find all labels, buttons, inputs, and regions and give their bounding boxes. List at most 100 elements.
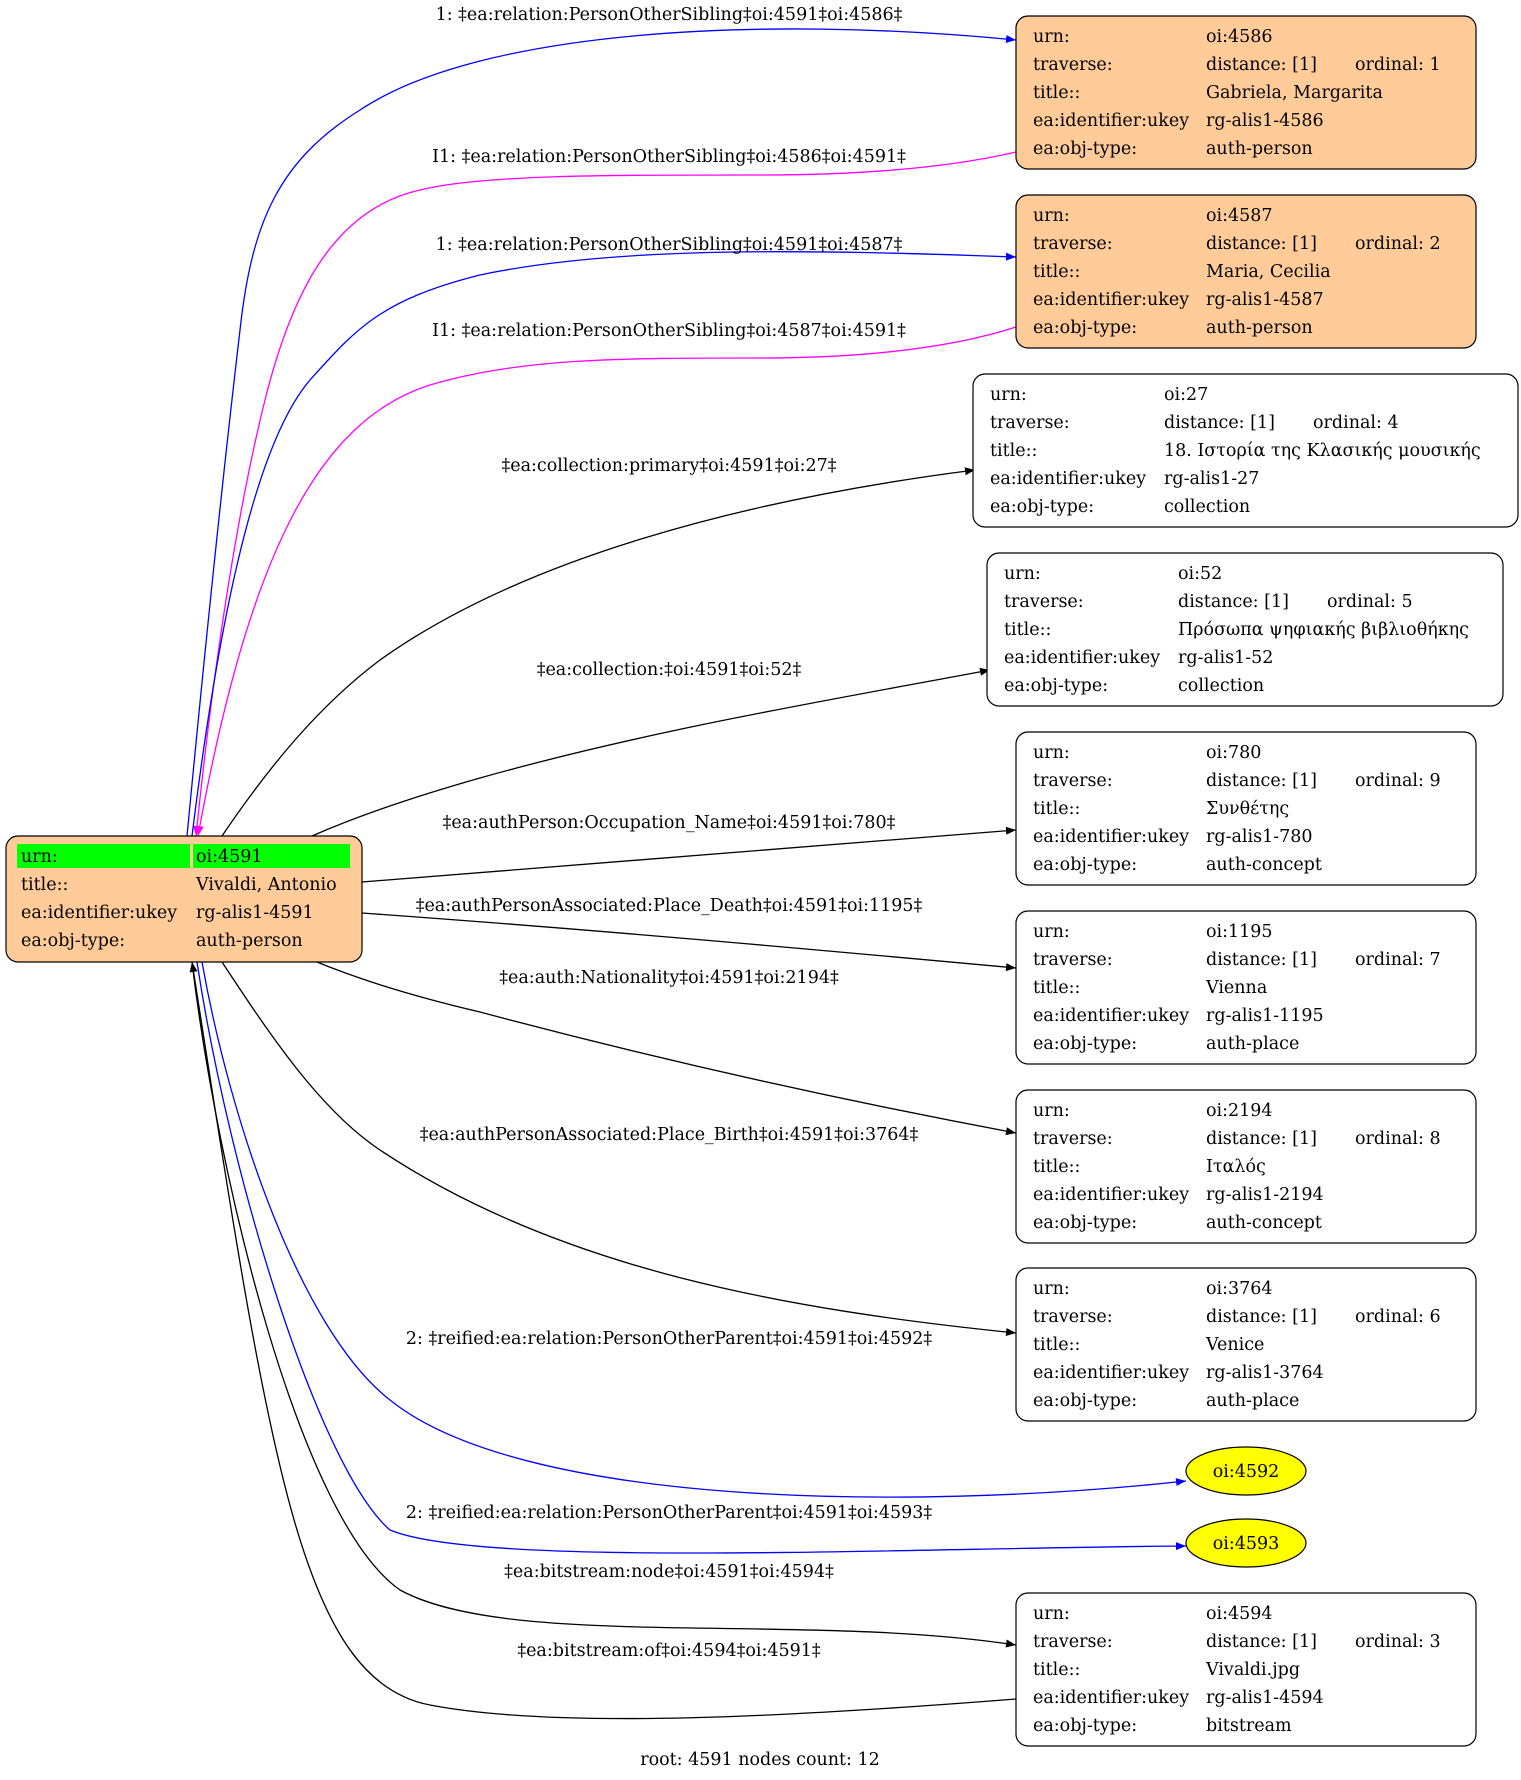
- root-urn-label: urn:: [21, 847, 58, 867]
- edge-collection-27: [221, 467, 976, 837]
- node-urn-value: oi:4594: [1206, 1604, 1273, 1624]
- edge-labels: 1: ‡ea:relation:PersonOtherSibling‡oi:45…: [406, 5, 933, 1661]
- node-traverse-label: traverse:: [1033, 950, 1113, 970]
- node-ukey-label: ea:identifier:ukey: [990, 469, 1146, 489]
- node-type-value: collection: [1164, 497, 1250, 517]
- edge-parent-4592: [201, 961, 1187, 1498]
- node-urn-value: oi:52: [1178, 564, 1222, 584]
- node-ukey-label: ea:identifier:ukey: [1033, 1688, 1189, 1708]
- node-ukey-value: rg-alis1-52: [1178, 648, 1273, 668]
- node-box: [1015, 910, 1477, 1065]
- edges: [186, 28, 1187, 1720]
- node-ukey-value: rg-alis1-4586: [1206, 111, 1324, 131]
- node-traverse-label: traverse:: [1033, 1129, 1113, 1149]
- node-box: [1015, 15, 1477, 170]
- node-ukey-label: ea:identifier:ukey: [1033, 290, 1189, 310]
- node-traverse-ordinal: ordinal: 2: [1355, 234, 1441, 254]
- node-ukey-label: ea:identifier:ukey: [1033, 827, 1189, 847]
- node-type-value: auth-concept: [1206, 855, 1322, 875]
- node-box: [1015, 1089, 1477, 1244]
- node-title-value: Συνθέτης: [1206, 799, 1289, 819]
- node-type-value: auth-concept: [1206, 1213, 1322, 1233]
- node-traverse-label: traverse:: [1004, 592, 1084, 612]
- node-traverse-ordinal: ordinal: 4: [1313, 413, 1399, 433]
- node-urn-value: oi:27: [1164, 385, 1208, 405]
- node-ukey-value: rg-alis1-4587: [1206, 290, 1324, 310]
- node-type-label: ea:obj-type:: [990, 497, 1094, 517]
- node-ukey-value: rg-alis1-780: [1206, 827, 1313, 847]
- node-traverse-value: distance: [1]: [1206, 1307, 1317, 1327]
- edge-place-death-1195: [361, 912, 1017, 972]
- node-title-value: Gabriela, Margarita: [1206, 83, 1383, 103]
- node-title-label: title::: [1033, 83, 1080, 103]
- node-type-value: auth-place: [1206, 1391, 1299, 1411]
- node-traverse-value: distance: [1]: [1206, 1129, 1317, 1149]
- node-ukey-label: ea:identifier:ukey: [1033, 1185, 1189, 1205]
- node-urn-value: oi:4586: [1206, 27, 1273, 47]
- edge-label: ‡ea:collection:‡oi:4591‡oi:52‡: [537, 660, 802, 680]
- edge-sibling-4586-inverse: [193, 151, 1017, 837]
- node-title-value: Vivaldi.jpg: [1205, 1660, 1300, 1680]
- node-type-value: bitstream: [1206, 1716, 1292, 1736]
- root-node[interactable]: urn: oi:4591 title:: Vivaldi, Antonio ea…: [5, 835, 363, 963]
- root-title-label: title::: [21, 875, 68, 895]
- edge-label: I1: ‡ea:relation:PersonOtherSibling‡oi:4…: [432, 321, 906, 341]
- node-traverse-label: traverse:: [1033, 55, 1113, 75]
- edge-collection-52: [311, 667, 991, 837]
- node-urn-value: oi:4587: [1206, 206, 1273, 226]
- node-ukey-label: ea:identifier:ukey: [1033, 111, 1189, 131]
- node-label: oi:4592: [1213, 1462, 1280, 1482]
- edge-label: ‡ea:auth:Nationality‡oi:4591‡oi:2194‡: [499, 968, 839, 988]
- node-traverse-value: distance: [1]: [1206, 55, 1317, 75]
- node-box: [1015, 1267, 1477, 1422]
- edge-label: ‡ea:authPersonAssociated:Place_Birth‡oi:…: [420, 1125, 919, 1145]
- node-type-label: ea:obj-type:: [1033, 855, 1137, 875]
- node-type-label: ea:obj-type:: [1033, 1034, 1137, 1054]
- node-urn-label: urn:: [1004, 564, 1041, 584]
- node-title-label: title::: [1033, 1157, 1080, 1177]
- node-ukey-value: rg-alis1-3764: [1206, 1363, 1324, 1383]
- node-ukey-value: rg-alis1-27: [1164, 469, 1259, 489]
- node-traverse-ordinal: ordinal: 7: [1355, 950, 1441, 970]
- node-title-value: Vienna: [1205, 978, 1267, 998]
- node-traverse-value: distance: [1]: [1178, 592, 1289, 612]
- node-urn-label: urn:: [1033, 1279, 1070, 1299]
- node-oi-4593[interactable]: oi:4593: [1185, 1518, 1307, 1568]
- node-ukey-label: ea:identifier:ukey: [1033, 1363, 1189, 1383]
- node-box: [1015, 1592, 1477, 1747]
- node-title-label: title::: [1033, 799, 1080, 819]
- node-type-value: collection: [1178, 676, 1264, 696]
- node-box: [1015, 194, 1477, 349]
- edge-sibling-4586: [186, 28, 1017, 837]
- root-ukey-label: ea:identifier:ukey: [21, 903, 177, 923]
- node-urn-label: urn:: [1033, 206, 1070, 226]
- root-urn-value-highlight: [193, 844, 350, 868]
- node-type-label: ea:obj-type:: [1033, 1391, 1137, 1411]
- node-type-label: ea:obj-type:: [1033, 139, 1137, 159]
- root-type-value: auth-person: [196, 931, 303, 951]
- node-ukey-value: rg-alis1-4594: [1206, 1688, 1324, 1708]
- node-traverse-value: distance: [1]: [1164, 413, 1275, 433]
- node-traverse-value: distance: [1]: [1206, 1632, 1317, 1652]
- edge-bitstream-of-4594: [189, 961, 1017, 1720]
- edge-occupation-780: [361, 826, 1017, 883]
- edge-label: 2: ‡reified:ea:relation:PersonOtherParen…: [406, 1329, 933, 1349]
- edge-label: 2: ‡reified:ea:relation:PersonOtherParen…: [406, 1503, 933, 1523]
- node-type-label: ea:obj-type:: [1033, 1213, 1137, 1233]
- node-oi-4592[interactable]: oi:4592: [1185, 1446, 1307, 1496]
- edge-bitstream-node-4594: [191, 961, 1017, 1648]
- node-title-label: title::: [1033, 978, 1080, 998]
- node-type-label: ea:obj-type:: [1033, 318, 1137, 338]
- node-urn-value: oi:780: [1206, 743, 1261, 763]
- node-box: [1015, 731, 1477, 886]
- node-urn-value: oi:3764: [1206, 1279, 1273, 1299]
